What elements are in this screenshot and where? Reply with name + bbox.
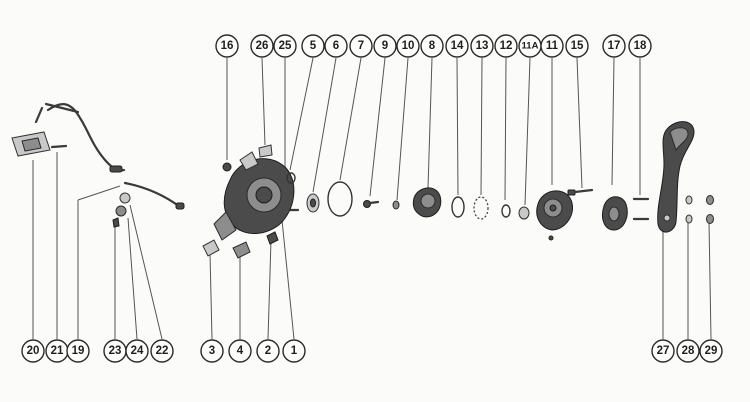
callout-10: 10 [396, 34, 420, 58]
svg-text:3: 3 [209, 345, 215, 357]
svg-text:18: 18 [634, 40, 647, 52]
part-4-fitting [232, 241, 251, 259]
part-26-gasket [258, 144, 273, 158]
callout-9: 9 [373, 34, 397, 58]
part-20-bracket [11, 131, 51, 157]
svg-text:6: 6 [333, 40, 339, 52]
callout-14: 14 [445, 34, 469, 58]
callout-5: 5 [301, 34, 325, 58]
leader-lines-bottom [32, 152, 712, 340]
part-2-plug [266, 231, 279, 245]
callout-23: 23 [103, 339, 127, 363]
part-15-bolt [567, 188, 594, 196]
callout-4: 4 [228, 339, 252, 363]
part-28-washer [685, 195, 693, 224]
part-5-o-ring [286, 172, 296, 184]
svg-text:10: 10 [402, 40, 415, 52]
svg-text:7: 7 [358, 40, 364, 52]
callout-28: 28 [676, 339, 700, 363]
svg-text:1: 1 [291, 345, 298, 357]
svg-text:26: 26 [256, 40, 269, 52]
part-8-cover [412, 187, 442, 218]
callout-13: 13 [470, 34, 494, 58]
callout-2: 2 [256, 339, 280, 363]
svg-text:21: 21 [51, 345, 64, 357]
part-12-snap-ring [501, 204, 511, 218]
callout-21: 21 [45, 339, 69, 363]
callout-18: 18 [628, 34, 652, 58]
svg-text:11A: 11A [522, 41, 539, 52]
svg-text:8: 8 [429, 40, 436, 52]
callout-11a: 11A [518, 34, 542, 58]
part-22-washer [119, 192, 131, 204]
part-6-seal [306, 193, 320, 213]
part-27-lever-arm [657, 121, 695, 233]
part-11-rotor-housing [536, 190, 574, 241]
part-17-cam [601, 196, 628, 231]
callout-17: 17 [602, 34, 626, 58]
svg-text:13: 13 [476, 40, 489, 52]
part-19-wire-harness [34, 102, 185, 210]
callout-29: 29 [699, 339, 723, 363]
callout-1: 1 [282, 339, 306, 363]
callout-16: 16 [215, 34, 239, 58]
part-7-o-ring-large [327, 181, 353, 217]
part-18-pins [632, 197, 650, 221]
part-3-fitting [202, 239, 220, 257]
callouts-bottom: 20 21 19 23 24 22 3 4 2 1 27 28 29 [21, 339, 723, 363]
svg-text:4: 4 [237, 345, 244, 357]
svg-text:5: 5 [310, 40, 317, 52]
callout-19: 19 [66, 339, 90, 363]
part-14-ring [451, 196, 465, 218]
callouts-top: 16 26 25 5 6 7 9 10 8 14 13 12 11A 11 15… [215, 34, 652, 58]
svg-text:23: 23 [109, 345, 122, 357]
callout-11: 11 [540, 34, 564, 58]
callout-15: 15 [565, 34, 589, 58]
svg-text:27: 27 [657, 345, 670, 357]
svg-text:11: 11 [546, 40, 559, 52]
svg-text:16: 16 [221, 40, 234, 52]
part-16-plug [222, 162, 232, 172]
callout-12: 12 [494, 34, 518, 58]
svg-text:19: 19 [72, 345, 85, 357]
callout-7: 7 [349, 34, 373, 58]
callout-20: 20 [21, 339, 45, 363]
callout-22: 22 [150, 339, 174, 363]
svg-text:2: 2 [265, 345, 271, 357]
callout-27: 27 [651, 339, 675, 363]
part-13-bearing-ring [473, 196, 489, 220]
svg-text:15: 15 [571, 40, 584, 52]
svg-text:25: 25 [279, 40, 292, 52]
callout-24: 24 [125, 339, 149, 363]
part-10-ring [392, 200, 400, 210]
svg-text:24: 24 [131, 345, 144, 357]
leader-lines-top [226, 57, 641, 206]
svg-text:14: 14 [451, 40, 464, 52]
svg-text:12: 12 [500, 40, 513, 52]
svg-text:29: 29 [705, 345, 718, 357]
part-24-nut [115, 205, 127, 217]
part-9-screw [363, 200, 380, 208]
callout-8: 8 [420, 34, 444, 58]
svg-text:22: 22 [156, 345, 169, 357]
svg-text:9: 9 [382, 40, 388, 52]
svg-text:20: 20 [27, 345, 40, 357]
callout-25: 25 [273, 34, 297, 58]
callout-3: 3 [200, 339, 224, 363]
svg-text:17: 17 [608, 40, 621, 52]
part-23-screw [112, 217, 120, 228]
part-29-nut [706, 195, 714, 224]
callout-6: 6 [324, 34, 348, 58]
svg-text:28: 28 [682, 345, 695, 357]
part-1-pump-housing [213, 151, 295, 241]
callout-26: 26 [250, 34, 274, 58]
part-21-screw [50, 144, 68, 149]
part-11a-washer [518, 206, 530, 220]
